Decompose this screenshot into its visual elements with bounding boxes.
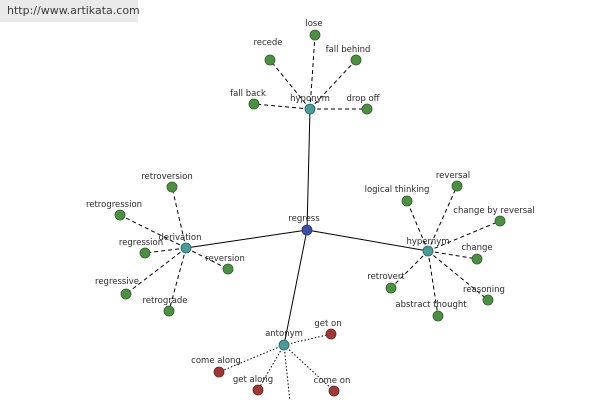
node-regress-root[interactable] (301, 224, 313, 236)
node-drop-off[interactable] (361, 103, 373, 115)
label-come-along: come along (191, 356, 241, 366)
label-reasoning: reasoning (463, 285, 505, 295)
label-derivation: derivation (158, 233, 201, 243)
label-change-by-reversal: change by reversal (453, 206, 534, 216)
label-regressive: regressive (95, 277, 139, 287)
edge-hyponym-lose (309, 34, 316, 110)
hub-hyponym[interactable] (304, 103, 316, 115)
edge-hypernym-logical-thinking (406, 200, 429, 252)
label-retrograde: retrograde (142, 296, 187, 306)
edge-root-antonym (283, 229, 308, 346)
hub-derivation[interactable] (180, 242, 192, 254)
label-antonym: antonym (265, 329, 303, 339)
label-lose: lose (305, 19, 322, 29)
label-fall-back: fall back (230, 89, 266, 99)
label-regress: regress (288, 214, 320, 224)
edge-derivation-retrograde (168, 247, 187, 312)
label-come-on: come on (314, 376, 351, 386)
label-regression: regression (119, 238, 163, 248)
node-regressive[interactable] (120, 288, 132, 300)
edge-hypernym-change (427, 250, 478, 260)
node-change-by-reversal[interactable] (494, 215, 506, 227)
edge-root-hypernym (306, 229, 429, 252)
node-come-on[interactable] (328, 385, 340, 397)
edge-antonym-offscreen (283, 344, 291, 400)
edge-hypernym-retrovert (390, 250, 429, 289)
edge-derivation-retrogression (119, 214, 187, 249)
label-abstract-thought: abstract thought (395, 300, 467, 310)
node-retrograde[interactable] (163, 305, 175, 317)
node-reversion[interactable] (222, 263, 234, 275)
edge-root-hyponym (306, 108, 311, 231)
edge-antonym-come-along (218, 344, 285, 373)
node-retrovert[interactable] (385, 282, 397, 294)
edge-derivation-reversion (185, 247, 229, 270)
label-retroversion: retroversion (141, 172, 193, 182)
node-logical-thinking[interactable] (401, 195, 413, 207)
node-change[interactable] (471, 253, 483, 265)
edge-antonym-get-on (283, 333, 332, 346)
edge-hypernym-change-by-reversal (427, 220, 501, 252)
node-regression[interactable] (139, 247, 151, 259)
label-get-on: get on (314, 319, 341, 329)
node-reversal[interactable] (451, 180, 463, 192)
label-logical-thinking: logical thinking (365, 185, 430, 195)
node-get-on[interactable] (325, 328, 337, 340)
node-abstract-thought[interactable] (432, 310, 444, 322)
label-reversal: reversal (436, 171, 470, 181)
edge-root-derivation (185, 229, 308, 249)
source-url[interactable]: http://www.artikata.com (0, 0, 140, 22)
label-get-along: get along (233, 375, 273, 385)
label-retrogression: retrogression (86, 200, 142, 210)
node-reasoning[interactable] (482, 294, 494, 306)
node-come-along[interactable] (213, 366, 225, 378)
hub-antonym[interactable] (278, 339, 290, 351)
label-drop-off: drop off (346, 94, 380, 104)
edge-hypernym-abstract-thought (427, 250, 439, 317)
node-fall-behind[interactable] (350, 54, 362, 66)
label-change: change (461, 243, 492, 253)
edge-hypernym-reasoning (427, 250, 489, 301)
label-reversion: reversion (205, 254, 245, 264)
label-fall-behind: fall behind (326, 45, 371, 55)
hub-hypernym[interactable] (422, 245, 434, 257)
node-lose[interactable] (309, 29, 321, 41)
label-retrovert: retrovert (367, 272, 405, 282)
label-hyponym: hyponym (290, 94, 330, 104)
edge-derivation-retroversion (171, 186, 187, 249)
edge-antonym-get-along (257, 344, 285, 391)
node-retroversion[interactable] (166, 181, 178, 193)
edge-hypernym-reversal (427, 185, 458, 252)
label-recede: recede (253, 38, 282, 48)
node-fall-back[interactable] (248, 98, 260, 110)
edge-antonym-come-on (283, 344, 335, 392)
node-recede[interactable] (264, 54, 276, 66)
node-retrogression[interactable] (114, 209, 126, 221)
edge-derivation-regressive (125, 247, 187, 295)
edge-hyponym-fall-back (253, 103, 311, 110)
edge-hyponym-fall-behind (309, 59, 357, 110)
label-hypernym: hypernym (406, 237, 449, 247)
edge-hyponym-recede (269, 59, 311, 110)
node-get-along[interactable] (252, 384, 264, 396)
